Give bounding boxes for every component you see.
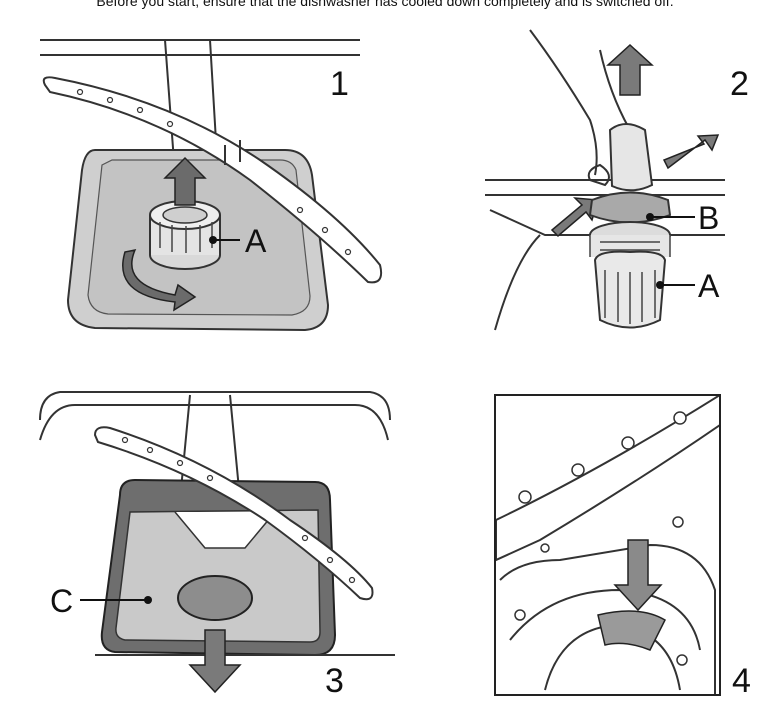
spray-arm-holes [518, 411, 687, 504]
label-a: A [245, 223, 267, 259]
filter-sides [149, 215, 221, 255]
filter-grate-lines [589, 235, 671, 257]
inlet-pipe [224, 140, 241, 165]
up-arrow-icon [163, 156, 207, 206]
down-arrow-icon [613, 539, 663, 612]
spray-arm [496, 396, 719, 562]
step-number-2: 2 [730, 65, 749, 103]
spray-arm [93, 426, 374, 601]
label-b: B [698, 200, 719, 236]
instruction-text: Before you start, ensure that the dishwa… [96, 0, 673, 9]
filter-opening [162, 206, 208, 224]
step-number-4: 4 [732, 662, 751, 700]
filter-handle [608, 123, 654, 192]
rotate-arrow-icon [122, 248, 197, 312]
tub-wall [494, 234, 541, 331]
filter-part [597, 610, 666, 651]
upper-rail [39, 391, 391, 421]
up-arrow-icon [606, 43, 654, 96]
label-a: A [698, 268, 720, 304]
panel-2: B A 2 [485, 29, 749, 331]
spray-arm-holes [76, 88, 352, 256]
hand-finger [587, 163, 610, 187]
sump-notch [174, 511, 276, 549]
screw-holes [514, 516, 688, 666]
upper-rail [40, 39, 360, 56]
hand-outline [529, 29, 631, 176]
drain-opening [177, 575, 253, 621]
sump-wall [499, 543, 716, 694]
panel-3: C 3 [39, 391, 395, 700]
micro-filter-mesh [604, 270, 656, 324]
panel-4: 4 [494, 394, 751, 700]
step-number-3: 3 [325, 662, 344, 700]
label-c: C [50, 583, 73, 619]
push-arrow-icon [662, 134, 720, 170]
step-number-1: 1 [330, 65, 349, 103]
panel-1: A 1 [40, 39, 383, 332]
filter-slots [159, 222, 213, 253]
upper-rail-inner [39, 404, 389, 441]
spray-arm [42, 76, 383, 284]
spray-arm-holes [121, 436, 356, 584]
down-arrow-icon [188, 629, 242, 694]
